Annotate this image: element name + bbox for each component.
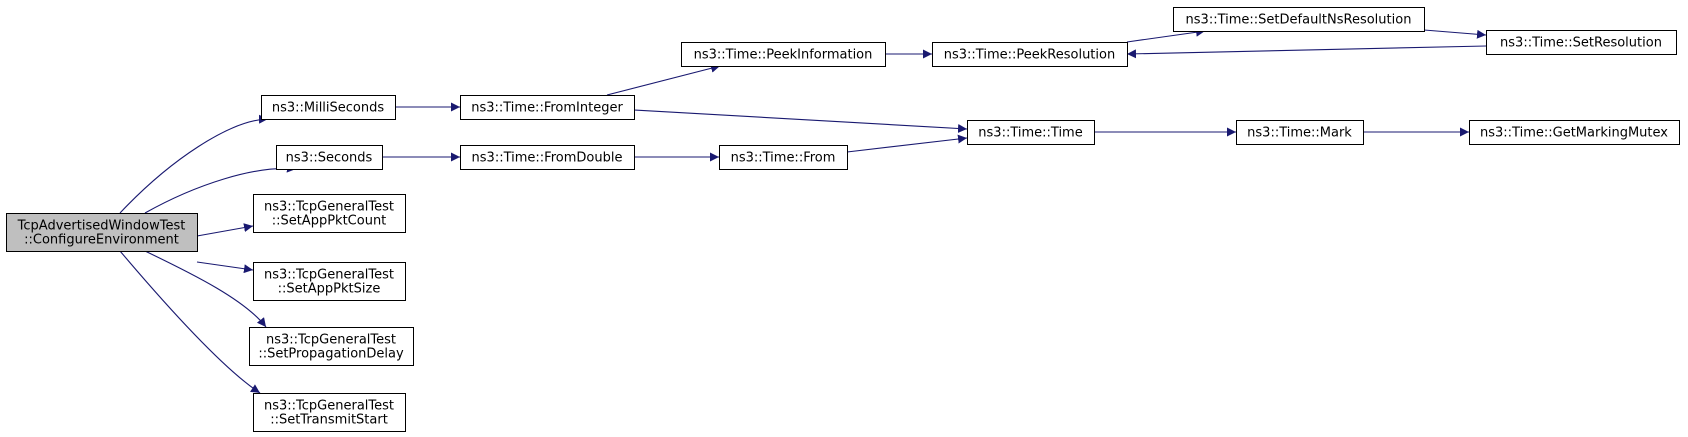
node-label: ::SetPropagationDelay — [258, 347, 404, 362]
edge-arrow — [846, 134, 968, 153]
node-label: ns3::MilliSeconds — [272, 101, 385, 116]
edge-setresolution-to-peekresolution — [1126, 45, 1487, 59]
node-fromdouble[interactable]: ns3::Time::FromDouble — [460, 145, 635, 170]
edge-setdefaultnsresolution-to-setresolution — [1423, 29, 1487, 39]
node-peekresolution[interactable]: ns3::Time::PeekResolution — [932, 42, 1128, 67]
node-box — [6, 213, 198, 252]
edge-frominteger-to-time — [633, 109, 968, 133]
node-milliseconds[interactable]: ns3::MilliSeconds — [261, 95, 396, 120]
node-label: ns3::TcpGeneralTest — [264, 268, 394, 283]
node-box — [460, 145, 635, 170]
node-box — [681, 42, 886, 67]
node-root[interactable]: TcpAdvertisedWindowTest::ConfigureEnviro… — [6, 213, 198, 252]
node-box — [261, 95, 396, 120]
node-label: ns3::Time::FromInteger — [471, 101, 623, 116]
node-label: ns3::Time::PeekInformation — [694, 48, 873, 63]
node-label: ::SetAppPktCount — [272, 214, 387, 229]
node-setdefaultnsresolution[interactable]: ns3::Time::SetDefaultNsResolution — [1173, 7, 1425, 32]
node-setapppktsize[interactable]: ns3::TcpGeneralTest::SetAppPktSize — [253, 262, 406, 301]
node-label: ::SetTransmitStart — [270, 413, 388, 428]
node-box — [253, 262, 406, 301]
node-label: ns3::Time::Time — [978, 126, 1082, 141]
node-setpropagationdelay[interactable]: ns3::TcpGeneralTest::SetPropagationDelay — [249, 327, 414, 366]
node-label: TcpAdvertisedWindowTest — [17, 219, 186, 234]
edge-arrow — [633, 109, 968, 133]
node-peekinformation[interactable]: ns3::Time::PeekInformation — [681, 42, 886, 67]
node-getmarkingmutex[interactable]: ns3::Time::GetMarkingMutex — [1469, 120, 1680, 145]
edge-arrow — [196, 261, 254, 274]
edge-from-to-time — [846, 134, 968, 153]
node-label: ::ConfigureEnvironment — [24, 233, 179, 248]
node-label: ns3::Time::GetMarkingMutex — [1480, 126, 1668, 141]
edge-arrow — [606, 63, 721, 96]
node-box — [460, 95, 635, 120]
edge-arrow — [119, 114, 269, 214]
node-box — [719, 145, 848, 170]
node-box — [967, 120, 1095, 145]
node-box — [1469, 120, 1680, 145]
node-label: ns3::Time::SetResolution — [1500, 36, 1662, 51]
edge-peekresolution-to-setdefaultnsresolution — [1126, 27, 1206, 43]
node-label: ns3::TcpGeneralTest — [264, 200, 394, 215]
node-label: ns3::Time::SetDefaultNsResolution — [1186, 13, 1412, 28]
edge-root-to-milliseconds — [119, 114, 269, 214]
edge-arrow — [119, 250, 261, 394]
node-box — [249, 327, 414, 366]
node-label: ::SetAppPktSize — [278, 282, 381, 297]
edge-arrow — [1126, 45, 1487, 59]
node-settransmitstart[interactable]: ns3::TcpGeneralTest::SetTransmitStart — [253, 393, 406, 432]
edge-frominteger-to-peekinformation — [606, 63, 721, 96]
node-label: ns3::Time::FromDouble — [472, 151, 623, 166]
node-label: ns3::Time::From — [731, 151, 836, 166]
node-box — [1486, 30, 1677, 55]
edge-arrow — [1423, 29, 1487, 39]
edges-layer — [119, 27, 1487, 394]
node-box — [253, 194, 406, 233]
nodes-layer: TcpAdvertisedWindowTest::ConfigureEnviro… — [6, 7, 1680, 432]
node-mark[interactable]: ns3::Time::Mark — [1236, 120, 1364, 145]
edge-arrow — [1126, 27, 1206, 43]
node-seconds[interactable]: ns3::Seconds — [276, 145, 383, 170]
node-time[interactable]: ns3::Time::Time — [967, 120, 1095, 145]
node-setresolution[interactable]: ns3::Time::SetResolution — [1486, 30, 1677, 55]
node-box — [1173, 7, 1425, 32]
node-setapppktcount[interactable]: ns3::TcpGeneralTest::SetAppPktCount — [253, 194, 406, 233]
node-label: ns3::Time::Mark — [1247, 126, 1352, 141]
node-frominteger[interactable]: ns3::Time::FromInteger — [460, 95, 635, 120]
node-box — [253, 393, 406, 432]
edge-root-to-setpropagationdelay — [144, 250, 267, 328]
node-box — [932, 42, 1128, 67]
node-label: ns3::Seconds — [286, 151, 373, 166]
edge-root-to-setapppktcount — [196, 223, 254, 237]
edge-root-to-setapppktsize — [196, 261, 254, 274]
node-box — [1236, 120, 1364, 145]
edge-arrow — [144, 250, 267, 328]
node-label: ns3::TcpGeneralTest — [264, 399, 394, 414]
edge-root-to-settransmitstart — [119, 250, 261, 394]
node-label: ns3::TcpGeneralTest — [266, 333, 396, 348]
node-label: ns3::Time::PeekResolution — [944, 48, 1115, 63]
edge-arrow — [196, 223, 254, 237]
node-from[interactable]: ns3::Time::From — [719, 145, 848, 170]
node-box — [276, 145, 383, 170]
